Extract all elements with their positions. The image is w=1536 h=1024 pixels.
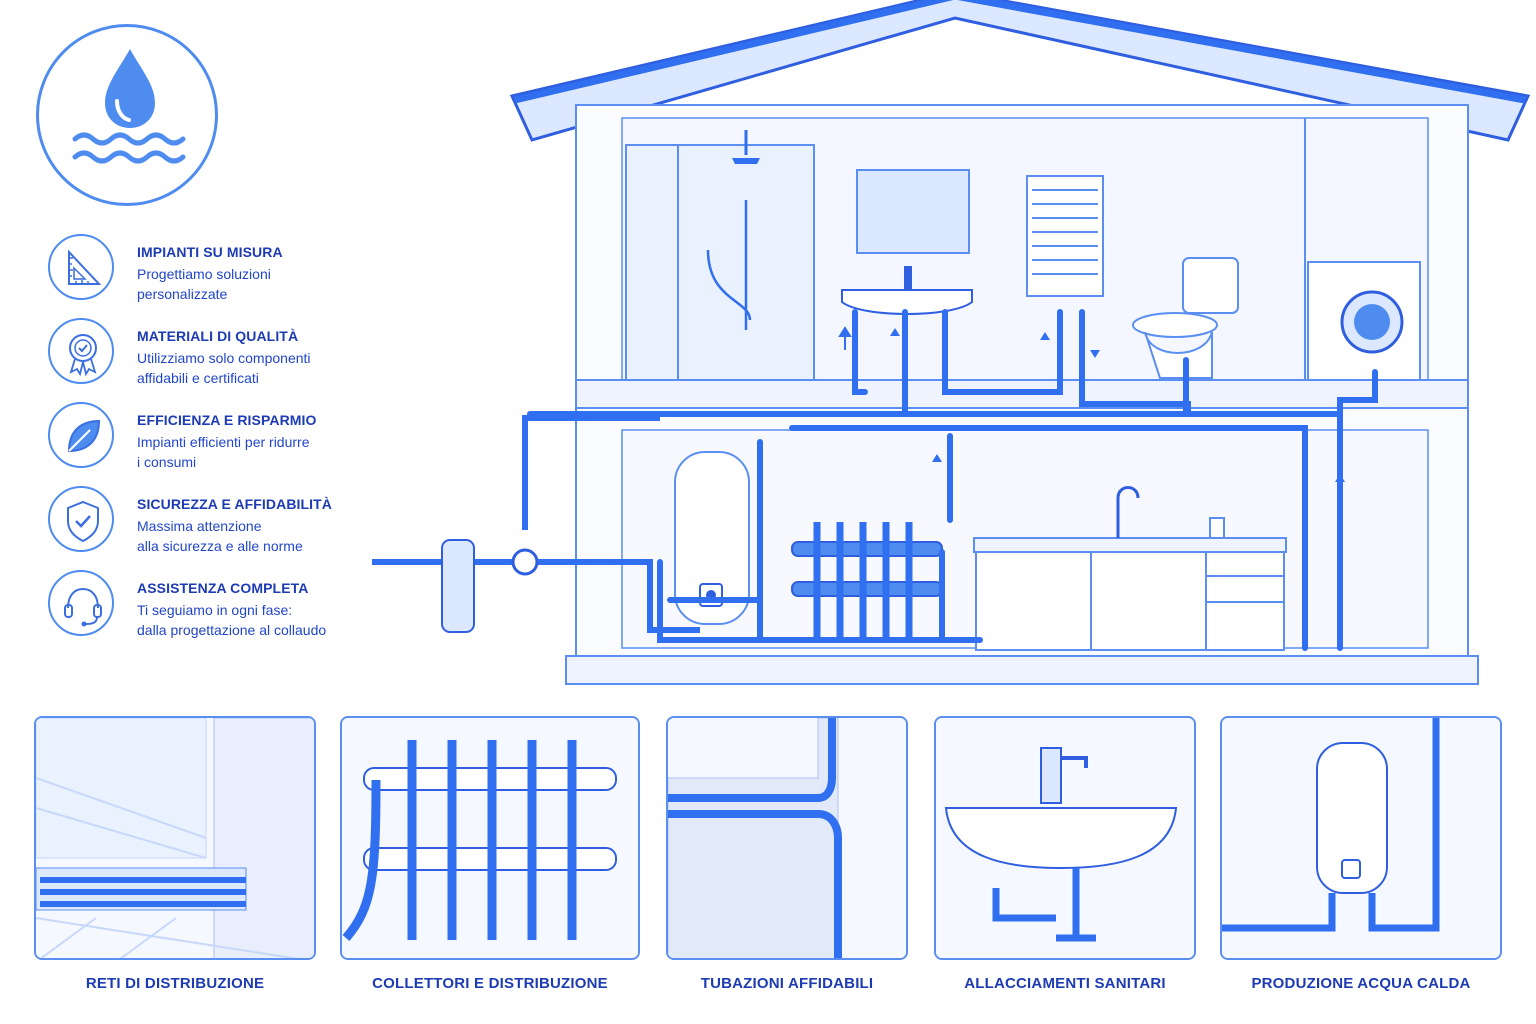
bathroom-sink-upper bbox=[841, 169, 973, 315]
feature-desc-line: Utilizziamo solo componenti bbox=[137, 350, 311, 366]
house-plumbing-illustration bbox=[372, 0, 1531, 685]
feature-desc-line: Impianti efficienti per ridurre bbox=[137, 434, 310, 450]
feature-title: SICUREZZA E AFFIDABILITÀ bbox=[137, 496, 333, 512]
panel-sink bbox=[934, 716, 1196, 960]
panel-manifold bbox=[340, 716, 640, 960]
wall-pipes-icon bbox=[668, 718, 906, 958]
feature-desc-line: dalla progettazione al collaudo bbox=[137, 622, 327, 638]
feature-description: Progettiamo soluzioni personalizzate bbox=[137, 264, 387, 304]
manifold bbox=[791, 522, 943, 642]
flow-arrows bbox=[838, 326, 1345, 482]
manifold-icon bbox=[342, 718, 638, 958]
shield-check-icon bbox=[48, 486, 114, 552]
quality-badge-icon bbox=[48, 318, 114, 384]
toilet bbox=[1132, 257, 1239, 379]
feature-desc-line: alla sicurezza e alle norme bbox=[137, 538, 303, 554]
headset-icon bbox=[48, 570, 114, 636]
sink-icon bbox=[936, 718, 1194, 958]
panel-label: TUBAZIONI AFFIDABILI bbox=[700, 975, 874, 992]
feature-desc-line: affidabili e certificati bbox=[137, 370, 259, 386]
feature-desc-line: Progettiamo soluzioni bbox=[137, 266, 271, 282]
feature-desc-line: i consumi bbox=[137, 454, 197, 470]
feature-desc-line: Ti seguiamo in ogni fase: bbox=[137, 602, 293, 618]
water-heater-icon bbox=[1222, 718, 1500, 958]
panel-label: PRODUZIONE ACQUA CALDA bbox=[1251, 975, 1471, 992]
floor-pipes-icon bbox=[36, 718, 314, 958]
feature-description: Ti seguiamo in ogni fase: dalla progetta… bbox=[137, 600, 387, 640]
water-filter-and-meter bbox=[372, 415, 700, 633]
water-drop-logo bbox=[36, 24, 218, 206]
feature-title: MATERIALI DI QUALITÀ bbox=[137, 328, 299, 344]
kitchen-counter bbox=[973, 486, 1287, 651]
feature-title: EFFICIENZA E RISPARMIO bbox=[137, 412, 317, 428]
shower-cabin bbox=[625, 130, 815, 381]
towel-radiator bbox=[1026, 175, 1104, 297]
panel-wall-pipes bbox=[666, 716, 908, 960]
feature-title: IMPIANTI SU MISURA bbox=[137, 244, 283, 260]
panel-water-heater bbox=[1220, 716, 1502, 960]
panel-label: COLLETTORI E DISTRIBUZIONE bbox=[372, 975, 608, 992]
feature-title: ASSISTENZA COMPLETA bbox=[137, 580, 309, 596]
feature-description: Utilizziamo solo componenti affidabili e… bbox=[137, 348, 387, 388]
feature-item: IMPIANTI SU MISURA Progettiamo soluzioni… bbox=[48, 234, 388, 310]
feature-item: ASSISTENZA COMPLETA Ti seguiamo in ogni … bbox=[48, 570, 388, 646]
feature-description: Massima attenzione alla sicurezza e alle… bbox=[137, 516, 387, 556]
panel-label: ALLACCIAMENTI SANITARI bbox=[964, 975, 1166, 992]
feature-item: MATERIALI DI QUALITÀ Utilizziamo solo co… bbox=[48, 318, 388, 394]
water-drop-icon bbox=[72, 49, 186, 164]
washing-machine bbox=[1307, 261, 1421, 381]
panel-floor-pipes bbox=[34, 716, 316, 960]
feature-item: EFFICIENZA E RISPARMIO Impianti efficien… bbox=[48, 402, 388, 478]
feature-desc-line: personalizzate bbox=[137, 286, 228, 302]
ruler-triangle-icon bbox=[48, 234, 114, 300]
panel-label: RETI DI DISTRIBUZIONE bbox=[85, 975, 265, 992]
pipe-network bbox=[527, 309, 1378, 651]
feature-item: SICUREZZA E AFFIDABILITÀ Massima attenzi… bbox=[48, 486, 388, 562]
feature-description: Impianti efficienti per ridurre i consum… bbox=[137, 432, 387, 472]
leaf-icon bbox=[48, 402, 114, 468]
feature-desc-line: Massima attenzione bbox=[137, 518, 262, 534]
